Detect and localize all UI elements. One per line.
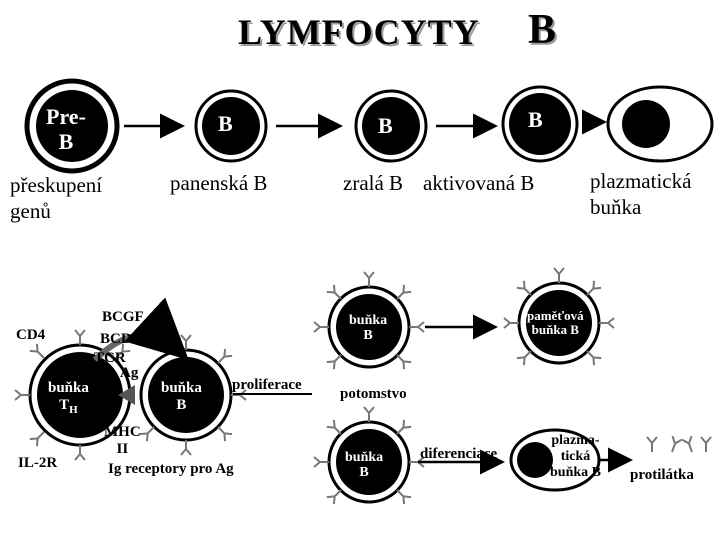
label-proliferace: proliferace [232,377,302,393]
pre-b-label: Pre- B [46,104,86,155]
label-bcdf: BCDF [100,331,141,347]
label-ag: Ag [120,365,139,381]
activated-b-label: B [528,107,543,132]
antibodies [646,435,712,455]
pre-b-cell [24,78,120,174]
plasma-cell [606,85,714,163]
label-cd4: CD4 [16,327,46,343]
caption-activated-b: aktivovaná B [423,171,535,195]
progeny-b-cell-lower [313,406,425,506]
th-cell-line1: buňka [48,380,89,396]
th-cell-subscript: H [69,404,78,417]
label-mhc: MHC II [104,424,141,457]
label-tcr: TCR [94,350,126,366]
title-main: LYMFOCYTY [238,12,480,52]
plasma-cell-lower [509,428,601,492]
label-bcgf: BCGF [102,309,144,325]
label-plasma-cell-b: plazma- tická buňka B [550,433,601,481]
mature-b-cell [354,89,428,163]
caption-mature-b: zralá B [343,171,404,195]
b-cell-left-label: buňka B [161,380,202,414]
progeny-lower-label: buňka B [345,450,384,481]
label-diferenciace: diferenciace [420,446,498,462]
naive-b-label: B [218,111,233,136]
caption-plasma-cell: plazmatická buňka [590,169,692,220]
th-cell-line2: TH [48,397,89,417]
caption-gene-rearrangement: přeskupení genů [10,173,103,224]
b-cell-left [138,334,247,456]
label-il2r: IL-2R [18,455,58,471]
th-cell [14,329,132,461]
caption-naive-b: panenská B [170,171,268,195]
progeny-upper-label: buňka B [349,313,388,344]
activated-b-cell [501,85,579,163]
th-cell-t: T [59,397,70,414]
naive-b-cell [194,89,268,163]
progeny-b-cell-upper [313,271,425,371]
memory-b-cell [503,267,615,367]
antigen-shape [118,385,135,405]
mature-b-label: B [378,113,393,138]
label-ig-receptors: Ig receptory pro Ag [108,461,234,477]
cytokine-arrow [92,297,189,363]
memory-b-label: paměťová buňka B [527,308,584,338]
th-cell-label: buňka TH [48,380,89,417]
label-potomstvo: potomstvo [340,386,407,402]
title-letter: B [528,7,558,53]
label-protilatka: protilátka [630,467,694,483]
